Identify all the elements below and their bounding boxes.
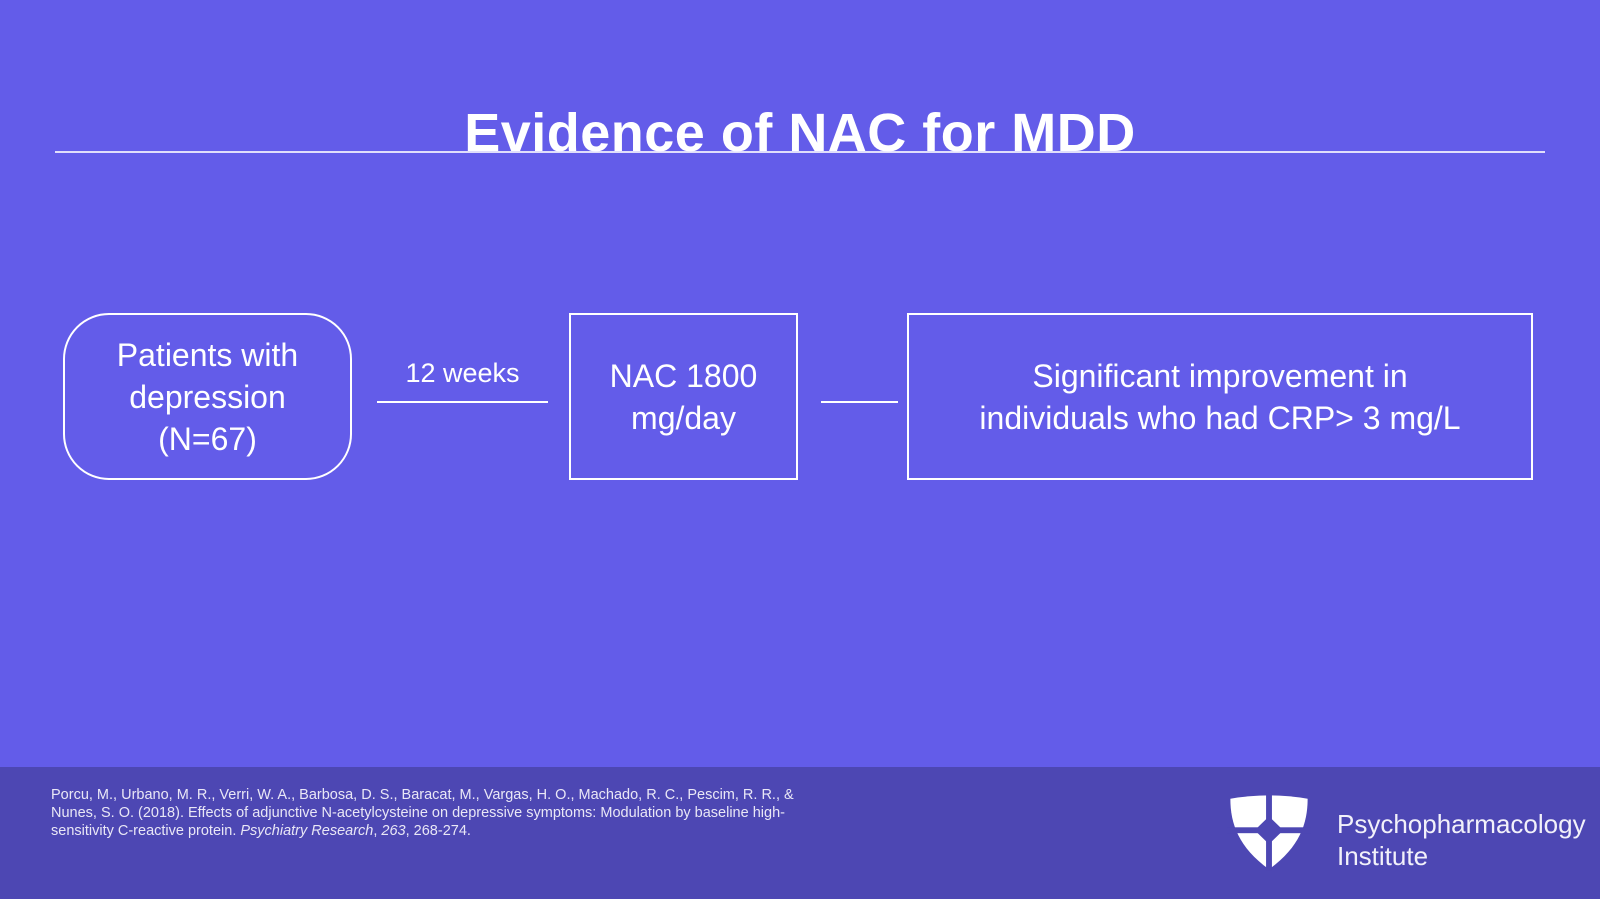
box-text-line: Significant improvement in [1032, 357, 1408, 394]
institute-logo-text: Psychopharmacology Institute [1337, 808, 1586, 872]
title-divider [55, 151, 1545, 153]
connector-line-1 [377, 401, 548, 403]
citation-line-3-text: sensitivity C-reactive protein. [51, 823, 241, 839]
page-title: Evidence of NAC for MDD [464, 103, 1136, 164]
flow-box-patients: Patients with depression (N=67) [63, 313, 352, 480]
connector-line-2 [821, 401, 898, 403]
citation-line-3-sep: , [373, 823, 382, 839]
volume-italic: 263 [381, 823, 406, 839]
citation-line-3-end: , 268-274. [405, 823, 471, 839]
logo-line-2: Institute [1337, 841, 1429, 871]
shield-cross-icon [1227, 792, 1311, 876]
box-text-line: depression [129, 378, 286, 415]
citation: Porcu, M., Urbano, M. R., Verri, W. A., … [51, 786, 794, 840]
box-text-line: NAC 1800 [609, 357, 758, 394]
flow-box-outcome: Significant improvement in individuals w… [907, 313, 1533, 480]
box-text-line: Patients with [116, 336, 299, 373]
citation-line-3: sensitivity C-reactive protein. Psychiat… [51, 822, 794, 840]
box-text-line: (N=67) [158, 420, 257, 457]
box-text-line: mg/day [631, 399, 736, 436]
citation-line-2: Nunes, S. O. (2018). Effects of adjuncti… [51, 805, 785, 821]
flow-box-nac-dose: NAC 1800 mg/day [569, 313, 798, 480]
logo-line-1: Psychopharmacology [1337, 809, 1586, 839]
citation-line-1: Porcu, M., Urbano, M. R., Verri, W. A., … [51, 787, 794, 803]
journal-name-italic: Psychiatry Research [240, 823, 374, 839]
connector-duration-label: 12 weeks [405, 358, 520, 388]
box-text-line: individuals who had CRP> 3 mg/L [979, 399, 1461, 436]
footer-bar: Porcu, M., Urbano, M. R., Verri, W. A., … [0, 767, 1600, 899]
